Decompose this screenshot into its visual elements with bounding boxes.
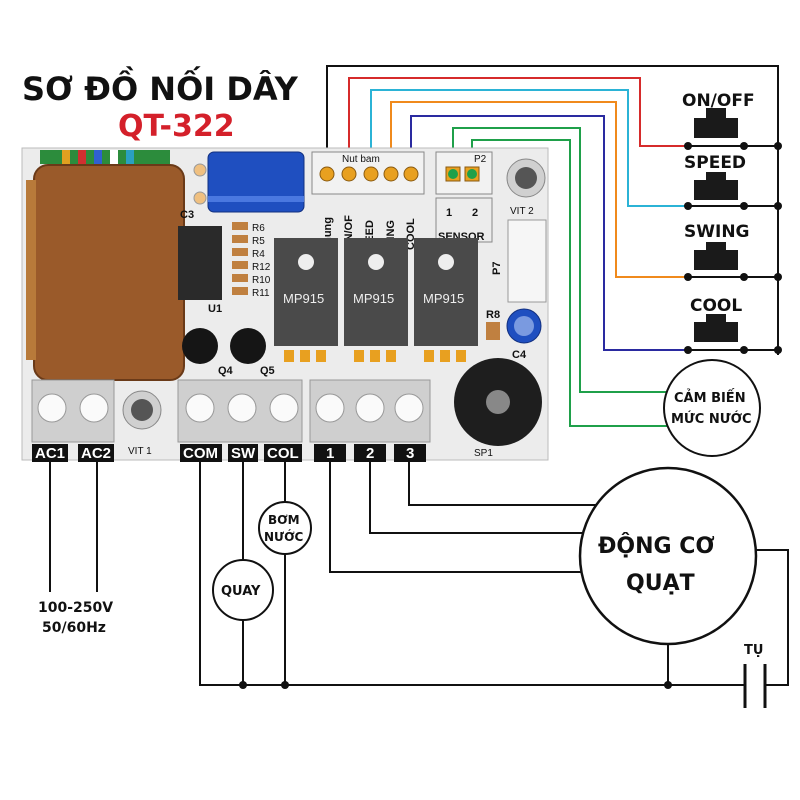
model-number: QT-322 — [118, 109, 235, 144]
button-label-speed: SPEED — [684, 153, 746, 173]
swing-label: QUAY — [221, 584, 261, 599]
resistor-label: R10 — [252, 275, 271, 286]
transformer — [33, 164, 185, 381]
label-c3: C3 — [180, 209, 194, 221]
header-label-p2: P2 — [474, 154, 487, 165]
label-p7: P7 — [491, 262, 503, 275]
motor-line2: QUẠT — [626, 571, 695, 596]
triac-label: MP915 — [283, 291, 324, 306]
button-label-cool: COOL — [690, 296, 742, 316]
label-c4: C4 — [512, 349, 527, 361]
button-swing — [684, 242, 782, 281]
sensor-header-box — [435, 151, 493, 195]
ribbon-connector — [40, 150, 170, 164]
label-r8: R8 — [486, 309, 500, 321]
speed-wire — [370, 89, 688, 207]
button-label-swing: SWING — [684, 222, 750, 242]
label-vit2: VIT 2 — [510, 206, 534, 217]
ic-u1 — [178, 226, 222, 300]
terminal-3: 3 — [406, 445, 414, 462]
resistor-group: R6 R5 R4 R12 R10 R11 — [232, 222, 271, 299]
terminal-sw: SW — [231, 445, 256, 462]
onoff-wire — [348, 77, 688, 168]
sensor-wire-1 — [452, 127, 668, 393]
resistor-label: R5 — [252, 236, 265, 247]
button-label-onoff: ON/OFF — [682, 91, 755, 111]
label-vit1: VIT 1 — [128, 446, 152, 457]
label-sp1: SP1 — [474, 448, 493, 459]
sensor-line1: CẢM BIẾN — [674, 389, 746, 406]
diagram-title: SƠ ĐỒ NỐI DÂY — [22, 65, 299, 108]
label-q5: Q5 — [260, 365, 275, 377]
triac-label: MP915 — [353, 291, 394, 306]
terminal-ac2: AC2 — [81, 445, 111, 462]
load-wires — [49, 460, 789, 689]
common-wire — [326, 65, 779, 355]
motor-line1: ĐỘNG CƠ — [598, 532, 715, 559]
button-header-pins — [319, 166, 419, 182]
power-frequency: 50/60Hz — [42, 620, 106, 636]
label-u1: U1 — [208, 303, 222, 315]
capacitor-c3 — [207, 151, 305, 213]
button-onoff — [684, 108, 782, 150]
terminal-com: COM — [183, 445, 218, 462]
header-label-nutbam: Nut bam — [342, 154, 380, 165]
terminal-ac1: AC1 — [35, 445, 65, 462]
pump-line1: BƠM — [268, 513, 300, 527]
connector-p7 — [507, 219, 547, 303]
sensor-pin-label: 1 — [446, 207, 452, 219]
swing-wire — [390, 101, 688, 278]
power-voltage: 100-250V — [38, 600, 113, 616]
transistor-q5 — [230, 328, 266, 364]
pcb-board: C3 U1 R6 R5 R4 R12 R10 R11 Q4 Q5 Nut bam — [21, 147, 549, 462]
water-pump-load: BƠM NƯỚC — [258, 501, 312, 555]
triac-label: MP915 — [423, 291, 464, 306]
cool-wire — [410, 115, 688, 351]
water-level-sensor: CẢM BIẾN MỨC NƯỚC — [663, 359, 761, 457]
resistor-label: R6 — [252, 223, 265, 234]
run-capacitor: TỤ — [743, 643, 767, 708]
terminal-2: 2 — [366, 445, 374, 462]
button-speed — [684, 172, 782, 210]
terminal-1: 1 — [326, 445, 334, 462]
transistor-q4 — [182, 328, 218, 364]
fan-motor: ĐỘNG CƠ QUẠT — [578, 466, 758, 646]
resistor-label: R12 — [252, 262, 271, 273]
resistor-label: R11 — [252, 288, 270, 299]
swing-motor-load: QUAY — [212, 559, 274, 621]
resistor-label: R4 — [252, 249, 265, 260]
terminal-labels: AC1 AC2 COM SW COL 1 2 3 — [32, 444, 426, 462]
button-panel: ON/OFF SPEED SWING COOL — [682, 91, 782, 354]
pump-line2: NƯỚC — [264, 529, 304, 544]
sensor-pin-label: 2 — [472, 207, 478, 219]
triac-group: MP915 MP915 MP915 — [274, 238, 478, 362]
terminal-col: COL — [267, 445, 299, 462]
sensor-line2: MỨC NƯỚC — [671, 411, 752, 427]
label-q4: Q4 — [218, 365, 234, 377]
button-cool — [684, 314, 782, 354]
capacitor-label: TỤ — [744, 643, 763, 658]
